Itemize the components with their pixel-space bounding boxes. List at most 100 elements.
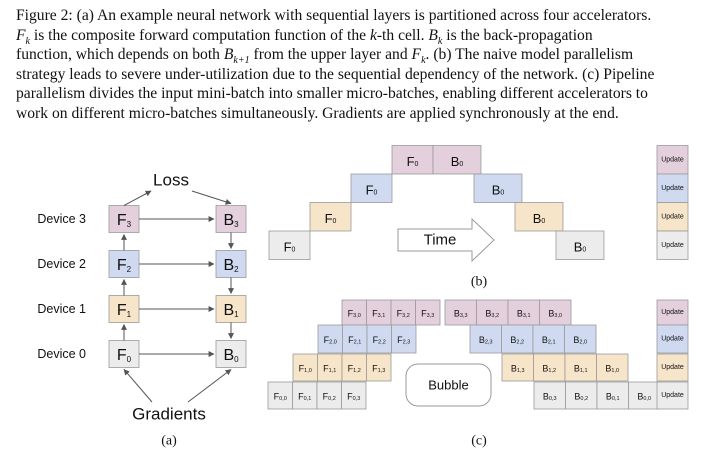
microbatch-forward-label: F0,2 <box>323 392 336 402</box>
update-cell <box>656 173 689 203</box>
microbatch-forward-label: F1,2 <box>348 364 361 374</box>
microbatch-forward-label: F1,0 <box>299 364 312 374</box>
microbatch-backward-label: B0,0 <box>637 392 651 402</box>
microbatch-backward-rect <box>501 324 534 354</box>
microbatch-backward-label: B2,1 <box>542 335 556 345</box>
microbatch-forward-rect <box>391 324 417 354</box>
microbatch-backward-rect <box>533 353 566 382</box>
caption-line: Fk is the composite forward computation … <box>16 26 593 47</box>
caption-line: function, which depends on both Bk+1 fro… <box>16 46 634 67</box>
microbatch-backward-label: B3,1 <box>517 309 531 319</box>
microbatch-backward-label: B2,0 <box>573 335 587 345</box>
microbatch-forward-rect <box>366 324 392 354</box>
microbatch-backward-rect <box>564 324 597 354</box>
time-label: Time <box>424 232 457 249</box>
microbatch-backward-label: B1,2 <box>542 364 556 374</box>
microbatch-backward-rect <box>628 381 661 410</box>
backward-step-rect <box>473 173 523 203</box>
panel-a-caption: (a) <box>161 434 177 449</box>
forward-cell-rect <box>108 250 140 278</box>
update-cell <box>656 353 689 382</box>
microbatch-backward-rect <box>501 353 534 382</box>
microbatch-backward-label: B1,3 <box>511 364 525 374</box>
forward-step-rect <box>350 173 393 203</box>
update-cell <box>656 230 689 260</box>
microbatch-backward-label: B0,2 <box>574 392 588 402</box>
microbatch-backward-label: B3,0 <box>548 309 562 319</box>
microbatch-backward-rect <box>564 353 597 382</box>
device-label: Device 1 <box>37 302 86 316</box>
backward-cell-label: B0 <box>223 347 239 364</box>
caption-line: work on different micro-batches simultan… <box>16 104 619 122</box>
microbatch-forward-label: F3,1 <box>372 309 385 319</box>
grad-to-f0-arrow <box>123 369 153 403</box>
backward-step-label: B0 <box>451 153 464 168</box>
microbatch-backward-label: B3,2 <box>485 309 499 319</box>
microbatch-forward-label: F0,1 <box>298 392 311 402</box>
microbatch-backward-label: B3,3 <box>454 309 468 319</box>
caption-prefix: Figure 2: <box>16 7 73 24</box>
microbatch-forward-label: F2,3 <box>397 335 410 345</box>
microbatch-forward-label: F1,3 <box>372 364 385 374</box>
backward-step-rect <box>432 145 482 175</box>
update-label: Update <box>661 242 684 249</box>
microbatch-backward-rect <box>507 299 540 326</box>
microbatch-forward-rect <box>390 299 416 326</box>
forward-step-label: F0 <box>325 210 337 225</box>
update-label: Update <box>661 185 684 192</box>
forward-cell-label: F1 <box>117 302 132 319</box>
device-label: Device 3 <box>37 212 86 226</box>
forward-step-rect <box>309 202 352 232</box>
microbatch-backward-rect <box>596 353 629 382</box>
time-arrow <box>397 217 495 263</box>
device-label: Device 0 <box>37 347 86 361</box>
microbatch-backward-rect <box>532 324 565 354</box>
to-loss-arrow <box>123 190 152 206</box>
panel-c-caption: (c) <box>471 434 487 449</box>
forward-step-label: F0 <box>284 239 296 254</box>
microbatch-forward-rect <box>415 299 441 326</box>
backward-cell-label: B3 <box>223 212 239 229</box>
microbatch-forward-rect <box>341 381 367 410</box>
loss-label: Loss <box>153 171 189 190</box>
microbatch-forward-label: F3,2 <box>397 309 410 319</box>
microbatch-forward-label: F1,1 <box>323 364 336 374</box>
microbatch-forward-label: F2,0 <box>324 335 337 345</box>
caption-line: strategy leads to severe under-utilizati… <box>16 65 655 83</box>
microbatch-forward-label: F0,0 <box>274 392 287 402</box>
backward-step-label: B0 <box>492 182 505 197</box>
forward-cell-label: F3 <box>117 212 132 229</box>
forward-cell-rect <box>108 340 140 368</box>
microbatch-forward-rect <box>316 381 342 410</box>
microbatch-backward-rect <box>596 381 629 410</box>
microbatch-forward-rect <box>366 353 392 382</box>
update-label: Update <box>661 364 684 371</box>
forward-step-rect <box>391 145 434 175</box>
backward-step-label: B0 <box>533 210 546 225</box>
microbatch-backward-rect <box>539 299 572 326</box>
microbatch-forward-label: F3,0 <box>348 309 361 319</box>
update-cell <box>656 202 689 232</box>
panel-b-caption: (b) <box>471 275 488 290</box>
backward-cell-label: B1 <box>223 302 239 319</box>
bubble-box <box>405 363 492 407</box>
update-cell <box>656 145 689 175</box>
microbatch-forward-label: F2,2 <box>373 335 386 345</box>
microbatch-backward-label: B0,3 <box>543 392 557 402</box>
from-loss-arrow <box>191 190 232 205</box>
microbatch-backward-label: B1,0 <box>605 364 619 374</box>
bubble-label: Bubble <box>428 378 468 393</box>
update-label: Update <box>661 336 684 343</box>
backward-cell-rect <box>215 250 247 278</box>
forward-step-label: F0 <box>407 153 419 168</box>
figure-caption: Figure 2: (a) An example neural network … <box>16 6 710 123</box>
backward-cell-rect <box>215 295 247 323</box>
microbatch-backward-label: B2,3 <box>479 335 493 345</box>
forward-cell-label: F2 <box>117 257 132 274</box>
microbatch-backward-rect <box>469 324 502 354</box>
update-cell <box>656 381 689 410</box>
caption-line: parallelism divides the input mini-batch… <box>16 85 648 102</box>
